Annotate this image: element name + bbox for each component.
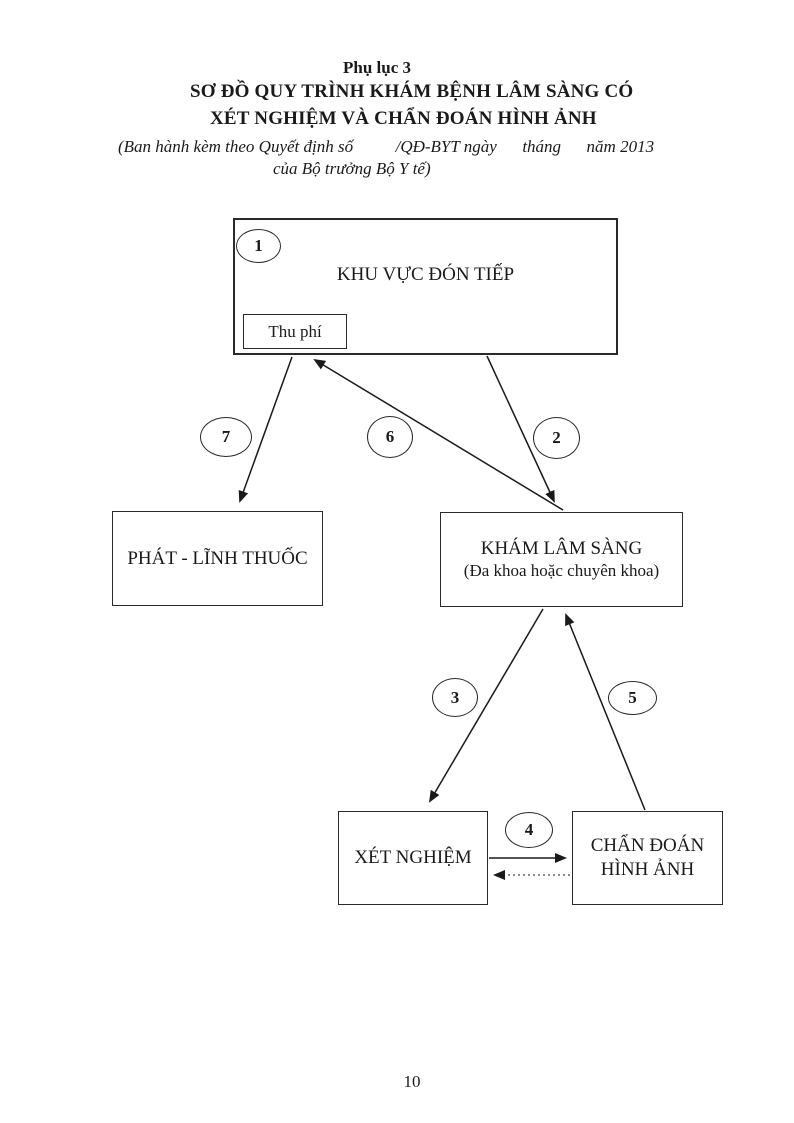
arrow-clinical-to-fee: [313, 358, 564, 511]
step-number-5: 5: [628, 688, 637, 707]
node-fee-collection: Thu phí: [243, 314, 347, 349]
step-circle-4: 4: [505, 812, 553, 848]
step-number-2: 2: [552, 428, 561, 447]
step-number-4: 4: [524, 820, 534, 839]
step-circle-5: 5: [608, 681, 657, 715]
node-drug-dispensing-label: PHÁT - LĨNH THUỐC: [127, 547, 308, 569]
step-circle-7: 7: [200, 417, 252, 457]
document-subtitle-line2: của Bộ trưởng Bộ Y tế): [273, 159, 431, 178]
step-number-6: 6: [385, 427, 395, 446]
step-circle-1: 1: [236, 229, 281, 263]
step-number-7: 7: [221, 427, 231, 446]
step-number-1: 1: [254, 236, 263, 255]
node-reception-label: KHU VỰC ĐÓN TIẾP: [336, 264, 515, 285]
node-laboratory: XÉT NGHIỆM: [338, 811, 488, 905]
step-circle-6: 6: [367, 416, 413, 458]
document-title-line1: SƠ ĐỒ QUY TRÌNH KHÁM BỆNH LÂM SÀNG CÓ: [190, 81, 634, 102]
node-diagnostic-imaging: CHẨN ĐOÁN HÌNH ẢNH: [572, 811, 723, 905]
node-fee-label: Thu phí: [268, 321, 322, 341]
node-laboratory-label: XÉT NGHIỆM: [354, 847, 472, 868]
node-clinical-exam-sublabel: (Đa khoa hoặc chuyên khoa): [463, 561, 660, 580]
page-number: 10: [403, 1072, 421, 1091]
node-clinical-exam-label: KHÁM LÂM SÀNG: [480, 538, 643, 559]
appendix-label: Phụ lục 3: [343, 58, 412, 77]
node-diagnostic-imaging-label2: HÌNH ẢNH: [600, 859, 695, 880]
node-diagnostic-imaging-label1: CHẨN ĐOÁN: [590, 835, 705, 856]
step-circle-2: 2: [533, 417, 580, 459]
node-drug-dispensing: PHÁT - LĨNH THUỐC: [112, 511, 323, 606]
document-title-line2: XÉT NGHIỆM VÀ CHẨN ĐOÁN HÌNH ẢNH: [210, 108, 597, 129]
step-circle-3: 3: [432, 678, 478, 717]
node-clinical-exam: KHÁM LÂM SÀNG (Đa khoa hoặc chuyên khoa): [440, 512, 683, 607]
step-number-3: 3: [450, 687, 460, 707]
document-subtitle-line1: (Ban hành kèm theo Quyết định số /QĐ-BYT…: [118, 137, 655, 156]
